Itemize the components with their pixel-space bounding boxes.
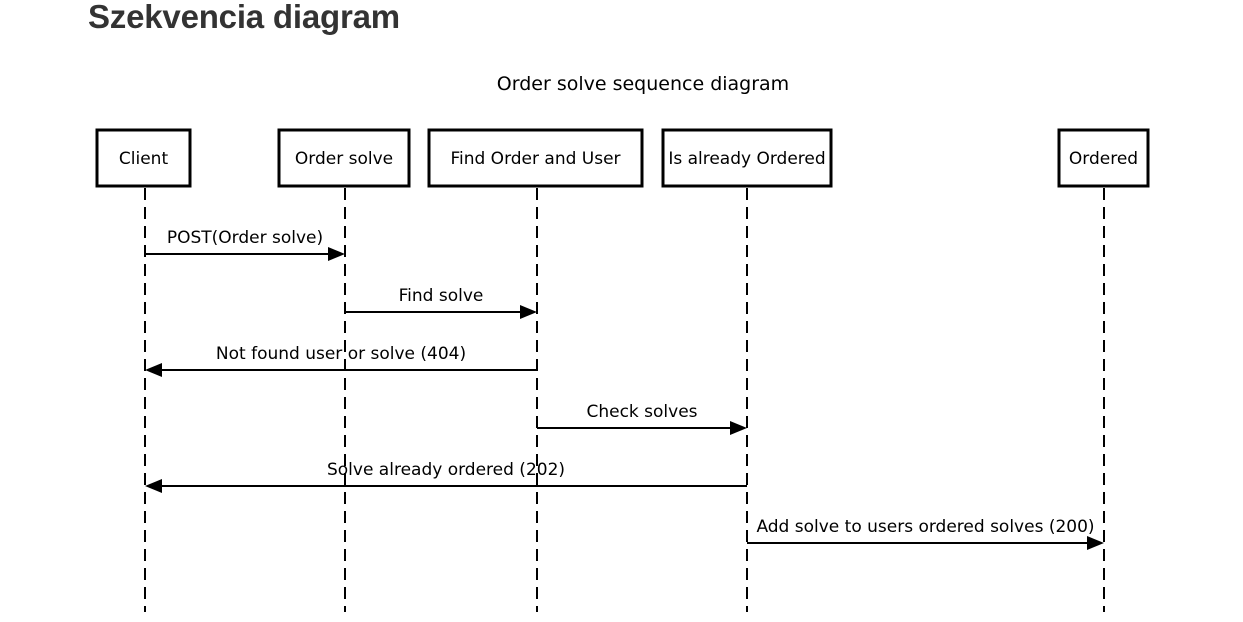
arrowhead [730,421,747,435]
message-1: POST(Order solve) [145,228,345,261]
message-3: Not found user or solve (404) [145,344,537,377]
participant-box [95,128,192,188]
message-2: Find solve [345,286,537,319]
participant-label: Order solve [295,149,393,169]
participant-is-already-ordered: Is already Ordered [661,128,833,612]
participant-label: Is already Ordered [668,149,825,169]
participant-box [661,128,833,188]
participant-find-order-user: Find Order and User [427,128,644,612]
message-5: Solve already ordered (202) [145,460,747,493]
arrowhead [145,363,162,377]
arrowhead [145,479,162,493]
participant-client: Client [95,128,192,612]
page-title: Szekvencia diagram [88,0,400,35]
message-label: Add solve to users ordered solves (200) [756,517,1094,537]
participant-ordered: Ordered [1057,128,1150,612]
participant-label: Find Order and User [450,149,620,169]
participant-label: Ordered [1069,149,1138,169]
participant-order-solve: Order solve [277,128,411,612]
message-label: Check solves [586,402,697,422]
participant-box [1057,128,1150,188]
message-label: Not found user or solve (404) [216,344,466,364]
message-6: Add solve to users ordered solves (200) [747,517,1104,550]
arrowhead [328,247,345,261]
diagram-title: Order solve sequence diagram [497,73,789,95]
message-label: POST(Order solve) [167,228,323,248]
arrowhead [520,305,537,319]
message-4: Check solves [537,402,747,435]
message-label: Find solve [399,286,484,306]
participant-box [277,128,411,188]
participants: Client Order solve Find Order and User Is a… [95,128,1150,612]
arrowhead [1087,536,1104,550]
participant-box [427,128,644,188]
participant-label: Client [119,149,169,169]
message-label: Solve already ordered (202) [327,460,565,480]
